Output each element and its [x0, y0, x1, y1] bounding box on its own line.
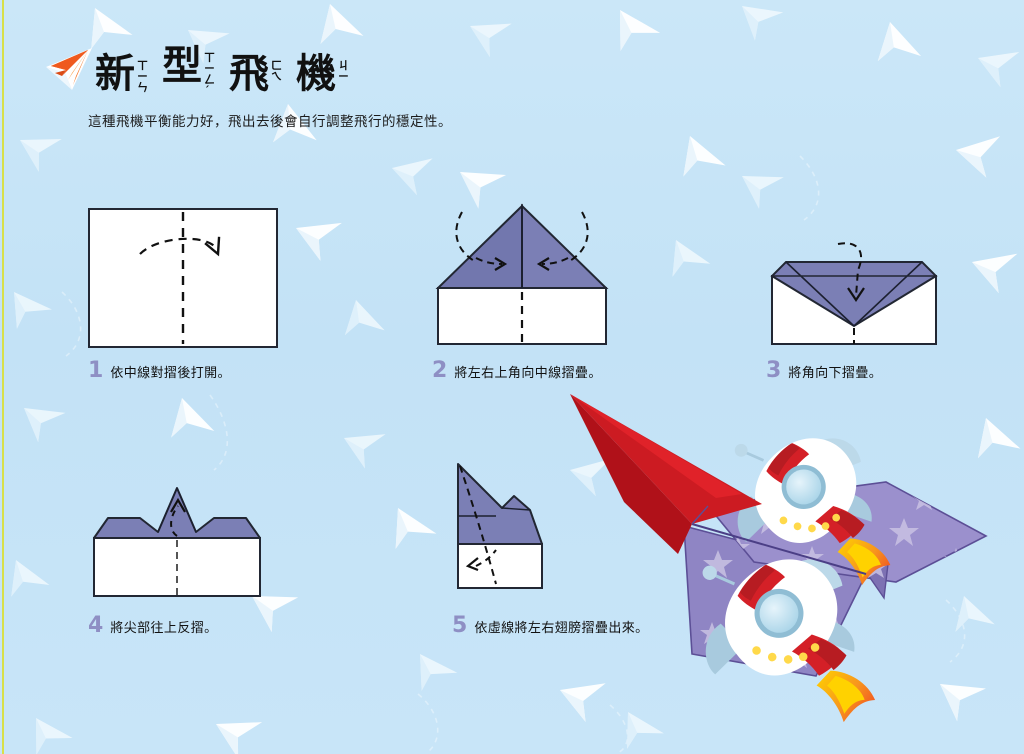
zhuyin-annotation: ㄒ ㄧ ㄥ ˊ	[204, 51, 215, 97]
step-1-caption: 1 依中線對摺後打開。	[88, 360, 231, 385]
step-3-caption: 3 將角向下摺疊。	[766, 360, 882, 385]
zhuyin-annotation: ㄈ ㄟ	[271, 59, 282, 83]
title-char-group: 型 ㄒ ㄧ ㄥ ˊ	[162, 44, 215, 96]
page-title: 新 ㄒ ㄧ ㄣ 型 ㄒ ㄧ ㄥ ˊ 飛 ㄈ	[95, 40, 363, 96]
step-4-figure	[88, 480, 266, 600]
step-text: 依中線對摺後打開。	[110, 366, 231, 381]
step-number: 2	[432, 358, 448, 383]
title-char: 型	[162, 43, 202, 89]
zhuyin-annotation: ㄒ ㄧ ㄣ	[137, 59, 148, 94]
title-char-group: 新 ㄒ ㄧ ㄣ	[95, 52, 148, 96]
step-text: 將左右上角向中線摺疊。	[454, 366, 602, 381]
step-text: 將尖部往上反摺。	[110, 621, 218, 636]
step-text: 將角向下摺疊。	[788, 366, 883, 381]
paper-plane-icon	[42, 46, 100, 92]
step-text: 依虛線將左右翅膀摺疊出來。	[474, 621, 649, 636]
step-3-figure	[766, 240, 942, 350]
title-char: 機	[296, 51, 336, 97]
step-number: 5	[452, 613, 468, 638]
step-2-caption: 2 將左右上角向中線摺疊。	[432, 360, 602, 385]
step-number: 3	[766, 358, 782, 383]
step-1-figure	[88, 208, 278, 348]
step-5-figure	[452, 460, 552, 594]
step-number: 1	[88, 358, 104, 383]
step-5-caption: 5 依虛線將左右翅膀摺疊出來。	[452, 615, 649, 640]
page-subtitle: 這種飛機平衡能力好，飛出去後會自行調整飛行的穩定性。	[88, 114, 452, 130]
step-2-figure	[432, 200, 612, 346]
title-char-group: 機 ㄐ ㄧ	[296, 52, 349, 96]
finished-paper-airplane	[566, 386, 1006, 746]
title-char: 新	[95, 51, 135, 97]
step-number: 4	[88, 613, 104, 638]
left-edge-stripe	[2, 0, 4, 754]
page-header: 新 ㄒ ㄧ ㄣ 型 ㄒ ㄧ ㄥ ˊ 飛 ㄈ	[0, 0, 1024, 150]
step-4-caption: 4 將尖部往上反摺。	[88, 615, 218, 640]
title-char: 飛	[229, 51, 269, 97]
title-char-group: 飛 ㄈ ㄟ	[229, 52, 282, 96]
zhuyin-annotation: ㄐ ㄧ	[338, 59, 349, 83]
